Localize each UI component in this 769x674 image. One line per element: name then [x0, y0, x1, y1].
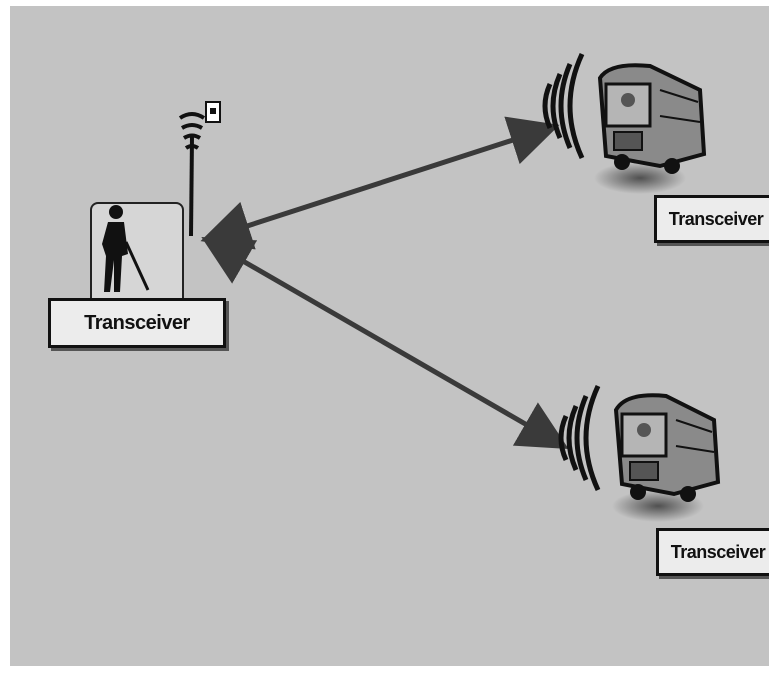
diagram-graphics	[102, 52, 721, 522]
link-arrow-bus-1	[200, 116, 560, 250]
transceiver-label-user: Transceiver	[48, 298, 226, 348]
link-arrow-bus-2	[201, 237, 569, 449]
transceiver-label-bus-2: Transceiver	[656, 528, 769, 576]
visually-impaired-person-icon	[102, 205, 150, 292]
transceiver-label-bus-1: Transceiver	[654, 195, 769, 243]
bus-icon	[542, 52, 707, 194]
diagram-canvas: Transceiver Transceiver Transceiver	[10, 6, 769, 666]
bus-icon	[558, 384, 721, 522]
antenna-icon	[178, 101, 221, 237]
